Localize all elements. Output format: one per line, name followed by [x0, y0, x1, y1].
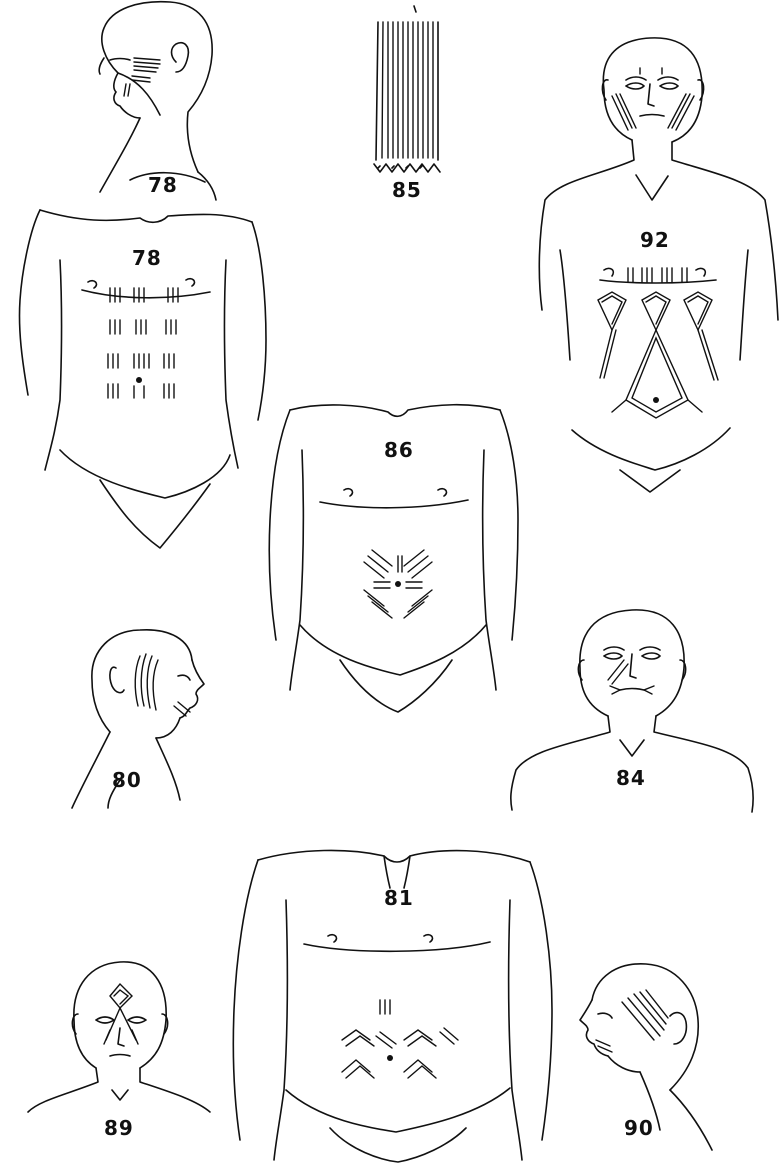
fig-92-number: 92 — [640, 230, 670, 250]
fig-92-drawing — [539, 38, 778, 492]
fig-85-drawing — [374, 6, 440, 172]
fig-92-abdomen-tattoo — [598, 292, 718, 418]
fig-90-number: 90 — [624, 1118, 654, 1138]
fig-81-abdomen-tattoo — [342, 1000, 458, 1078]
fig-86-number: 86 — [384, 440, 414, 460]
fig-78-torso-number: 78 — [132, 248, 162, 268]
fig-86-abdomen-tattoo — [364, 550, 432, 618]
fig-92-chest-tattoo — [628, 268, 687, 282]
fig-89-drawing — [28, 962, 210, 1112]
fig-92-face-tattoo — [612, 68, 694, 130]
fig-84-number: 84 — [616, 768, 646, 788]
fig-78-torso-tattoo — [108, 288, 178, 398]
fig-80-number: 80 — [112, 770, 142, 790]
fig-80-cheek-tattoo — [135, 654, 190, 716]
fig-90-cheek-tattoo — [596, 990, 668, 1052]
fig-78-head-drawing — [99, 2, 216, 200]
fig-81-number: 81 — [384, 888, 414, 908]
fig-85-number: 85 — [392, 180, 422, 200]
fig-78-temple-tattoo — [124, 58, 160, 96]
fig-89-number: 89 — [104, 1118, 134, 1138]
fig-89-face-tattoo — [104, 984, 138, 1044]
fig-78-head-number: 78 — [148, 175, 178, 195]
